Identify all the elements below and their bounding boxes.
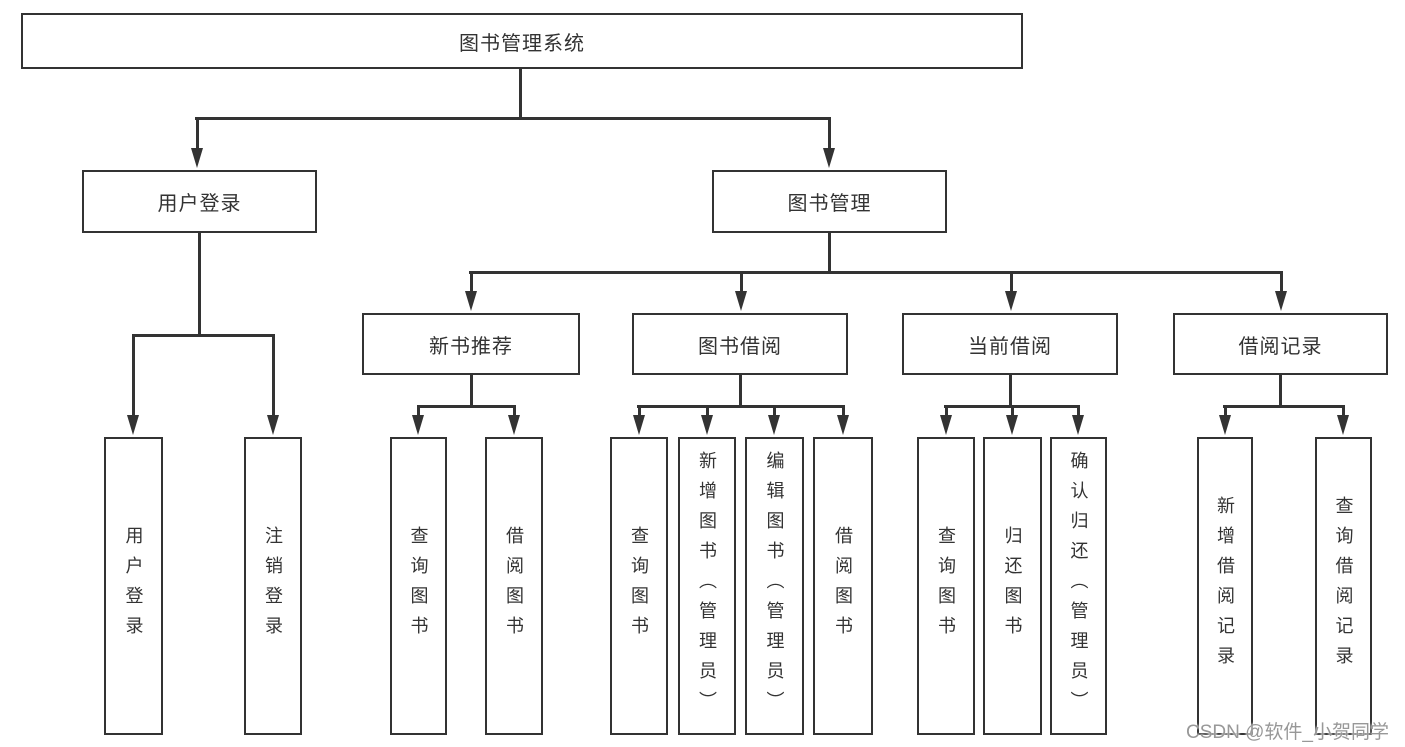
connector-arrow	[734, 291, 747, 311]
connector-arrow	[507, 415, 520, 435]
connector-line	[469, 375, 473, 408]
leaf-borrow-query-books: 查询图书	[610, 437, 668, 735]
connector-line	[519, 69, 522, 119]
connector-arrow	[1218, 415, 1231, 435]
connector-line	[1008, 375, 1012, 408]
connector-line	[132, 334, 135, 417]
connector-line	[1342, 405, 1345, 417]
connector-arrow	[1274, 291, 1287, 311]
connector-line	[739, 271, 743, 294]
connector-line	[417, 405, 420, 417]
connector-line	[1279, 271, 1283, 294]
connector-arrow	[190, 148, 203, 168]
leaf-newbook-query-books: 查询图书	[390, 437, 447, 735]
leaf-current-return-books: 归还图书	[983, 437, 1042, 735]
connector-arrow	[822, 148, 835, 168]
leaf-user-login: 用户登录	[104, 437, 163, 735]
connector-line	[469, 271, 473, 294]
connector-arrow	[266, 415, 279, 435]
node-book-borrow: 图书借阅	[632, 313, 848, 375]
connector-line	[944, 405, 948, 417]
connector-arrow	[836, 415, 849, 435]
leaf-current-query-books: 查询图书	[917, 437, 975, 735]
leaf-label: 用户登录	[123, 526, 144, 646]
connector-line	[637, 405, 641, 417]
leaf-borrow-add-books-admin: 新增图书（管理员）	[678, 437, 736, 735]
connector-arrow	[412, 415, 424, 435]
connector-arrow	[939, 415, 952, 435]
connector-line	[841, 405, 845, 417]
node-label: 借阅记录	[1238, 335, 1323, 358]
leaf-label: 归还图书	[1002, 526, 1023, 646]
node-new-book-recommend: 新书推荐	[362, 313, 580, 375]
leaf-label: 借阅图书	[833, 526, 853, 646]
node-label: 图书管理	[787, 193, 872, 215]
connector-arrow	[464, 291, 477, 311]
leaf-label: 新增图书（管理员）	[697, 451, 717, 721]
leaf-borrow-edit-books-admin: 编辑图书（管理员）	[745, 437, 804, 735]
connector-line	[827, 117, 831, 150]
connector-line	[271, 334, 275, 417]
connector-line	[417, 405, 516, 408]
leaf-label: 注销登录	[263, 526, 283, 646]
connector-line	[195, 117, 831, 120]
connector-arrow	[1006, 415, 1018, 435]
node-label: 图书借阅	[698, 335, 782, 358]
leaf-records-add-record: 新增借阅记录	[1197, 437, 1253, 735]
connector-line	[637, 405, 844, 408]
connector-arrow	[127, 415, 139, 435]
connector-line	[1223, 405, 1227, 417]
node-label: 用户登录	[157, 193, 242, 215]
csdn-watermark: CSDN @软件_小贺同学	[1186, 722, 1389, 743]
node-current-borrow: 当前借阅	[902, 313, 1118, 375]
leaf-label: 查询图书	[936, 526, 956, 646]
leaf-logout: 注销登录	[244, 437, 302, 735]
connector-line	[1077, 405, 1080, 417]
leaf-label: 编辑图书（管理员）	[764, 451, 785, 721]
connector-line	[512, 405, 516, 417]
connector-line	[738, 375, 742, 408]
connector-arrow	[632, 415, 645, 435]
node-label: 图书管理系统	[459, 32, 585, 55]
leaf-records-query-record: 查询借阅记录	[1315, 437, 1372, 735]
connector-line	[195, 117, 199, 150]
connector-line	[1223, 405, 1345, 408]
connector-line	[469, 271, 1282, 274]
node-label: 当前借阅	[968, 335, 1052, 358]
connector-arrow	[1072, 415, 1084, 435]
connector-line	[773, 405, 776, 417]
connector-line	[132, 334, 275, 337]
leaf-label: 查询图书	[408, 526, 429, 646]
connector-line	[197, 233, 201, 337]
connector-arrow	[768, 415, 780, 435]
leaf-label: 查询图书	[629, 526, 649, 646]
leaf-label: 查询借阅记录	[1333, 496, 1354, 676]
leaf-borrow-borrow-books: 借阅图书	[813, 437, 873, 735]
node-borrow-records: 借阅记录	[1173, 313, 1388, 375]
leaf-label: 新增借阅记录	[1215, 496, 1235, 676]
connector-arrow	[700, 415, 713, 435]
connector-line	[1011, 405, 1014, 417]
connector-line	[1279, 375, 1282, 408]
leaf-label: 借阅图书	[504, 526, 524, 646]
leaf-label: 确认归还（管理员）	[1068, 451, 1089, 721]
node-library-management-system: 图书管理系统	[21, 13, 1023, 69]
leaf-newbook-borrow-books: 借阅图书	[485, 437, 543, 735]
leaf-current-confirm-return-admin: 确认归还（管理员）	[1050, 437, 1107, 735]
connector-arrow	[1004, 291, 1017, 311]
connector-arrow	[1337, 415, 1349, 435]
node-book-management: 图书管理	[712, 170, 947, 233]
connector-line	[1009, 271, 1013, 294]
connector-line	[705, 405, 709, 417]
node-user-login: 用户登录	[82, 170, 317, 233]
connector-line	[828, 233, 831, 274]
node-label: 新书推荐	[429, 335, 513, 358]
